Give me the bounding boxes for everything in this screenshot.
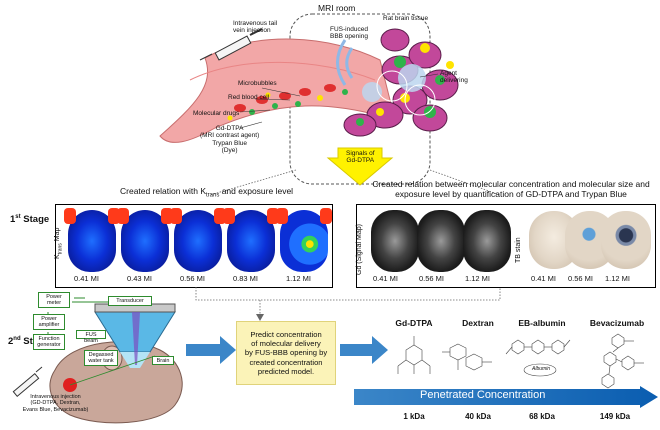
power-meter-box: Power meter	[38, 292, 70, 308]
mri-room-frame	[289, 13, 431, 185]
molecule-size: 149 kDa	[599, 412, 631, 421]
molecule-name: Dextran	[462, 318, 494, 328]
tb-level: 0.41 MI	[531, 274, 557, 283]
ktrans-level: 1.12 MI	[286, 274, 312, 283]
stage1-right-caption: Created relation between molecular conce…	[372, 179, 650, 199]
fus-beam-box: FUS beam	[76, 330, 106, 344]
ktrans-level: 0.43 MI	[127, 274, 153, 283]
injection-label: Intravenous tail vein injection	[233, 20, 278, 35]
brain-tissue	[343, 28, 459, 137]
stage1-label: 1st Stage	[10, 214, 50, 226]
syringe-icon	[12, 366, 43, 398]
molecule-size: 1 kDa	[403, 412, 425, 421]
syringe-icon	[199, 28, 263, 61]
function-generator-box: Function generator	[33, 334, 65, 350]
gd-dtpa-structure	[397, 336, 431, 374]
microbubbles-label: Microbubbles	[238, 80, 277, 87]
gd-signal-map	[417, 210, 465, 272]
ultrasound-wave	[336, 39, 347, 86]
stage2-injection-label: Intravenous injection (GD-DTPA, Dextran,…	[22, 394, 89, 413]
gd-dtpa-label: Gd-DTPA (MRI contrast agent) Trypan Blue…	[200, 125, 260, 155]
ktrans-level: 0.41 MI	[74, 274, 100, 283]
mri-room-label: MRI room	[318, 3, 356, 13]
gd-level: 0.56 MI	[419, 274, 445, 283]
degassed-box: Degassed water tank	[84, 350, 118, 366]
molecule-name: Bevacizumab	[589, 318, 645, 328]
ktrans-level: 0.56 MI	[180, 274, 206, 283]
molecule-name: EB-albumin	[518, 318, 566, 328]
gd-level: 0.41 MI	[373, 274, 399, 283]
gd-signal-map	[463, 210, 511, 272]
vessel-inner	[189, 61, 376, 81]
tb-level: 1.12 MI	[605, 274, 631, 283]
ktrans-scan	[223, 208, 279, 272]
gd-signal-map	[371, 210, 419, 272]
transducer-box: Transducer	[108, 296, 152, 306]
red-blood-cell-label: Red blood cell	[228, 94, 270, 101]
ktrans-level: 0.83 MI	[233, 274, 259, 283]
molecule-size: 40 kDa	[465, 412, 491, 421]
molecule-name: Gd-DTPA	[395, 318, 433, 328]
bbb-opening-illustration	[159, 13, 501, 196]
rat-body	[49, 341, 183, 424]
stage1-left-caption: Created relation with Ktrans and exposur…	[120, 186, 294, 199]
signals-arrow	[326, 147, 394, 186]
tb-stained-brain	[601, 211, 651, 269]
arrow-to-predict	[186, 336, 236, 364]
tb-level: 0.56 MI	[568, 274, 594, 283]
dextran-structure	[442, 343, 492, 371]
gd-tb-panel: Gd (Signal Map) 0.41 MI 0.56 MI 1.12 MI …	[356, 204, 656, 288]
molecule-structures	[397, 333, 644, 389]
penetrated-arrow	[354, 386, 658, 408]
ktrans-scan	[64, 208, 120, 272]
power-amplifier-box: Power amplifier	[33, 314, 65, 330]
gd-level: 1.12 MI	[465, 274, 491, 283]
ktrans-panel: Ktrans Map 0.41 MI 0.43 MI 0.56 MI 0.83 …	[54, 204, 333, 288]
albumin-label: Albumin	[532, 366, 551, 372]
brain-box: Brain	[152, 356, 174, 365]
vessel-particles	[227, 84, 348, 121]
predict-box: Predict concentration of molecular deliv…	[236, 321, 336, 385]
ktrans-scan	[117, 208, 173, 272]
molecular-drugs-label: Molecular drugs	[193, 110, 240, 117]
fus-opening-label: FUS-induced BBB opening	[330, 26, 368, 41]
bevacizumab-structure	[601, 333, 644, 389]
agent-delivering-label: Agent delivering	[440, 70, 468, 85]
penetrated-label: Penetrated Concentration	[420, 389, 546, 401]
signals-label: Signals of Gd-DTPA	[346, 150, 375, 165]
molecule-size: 68 kDa	[529, 412, 555, 421]
arrow-to-molecules	[340, 336, 388, 364]
ktrans-scan	[276, 208, 332, 272]
eb-albumin-structure	[505, 339, 571, 377]
rat-brain-label: Rat brain tissue	[383, 15, 429, 22]
